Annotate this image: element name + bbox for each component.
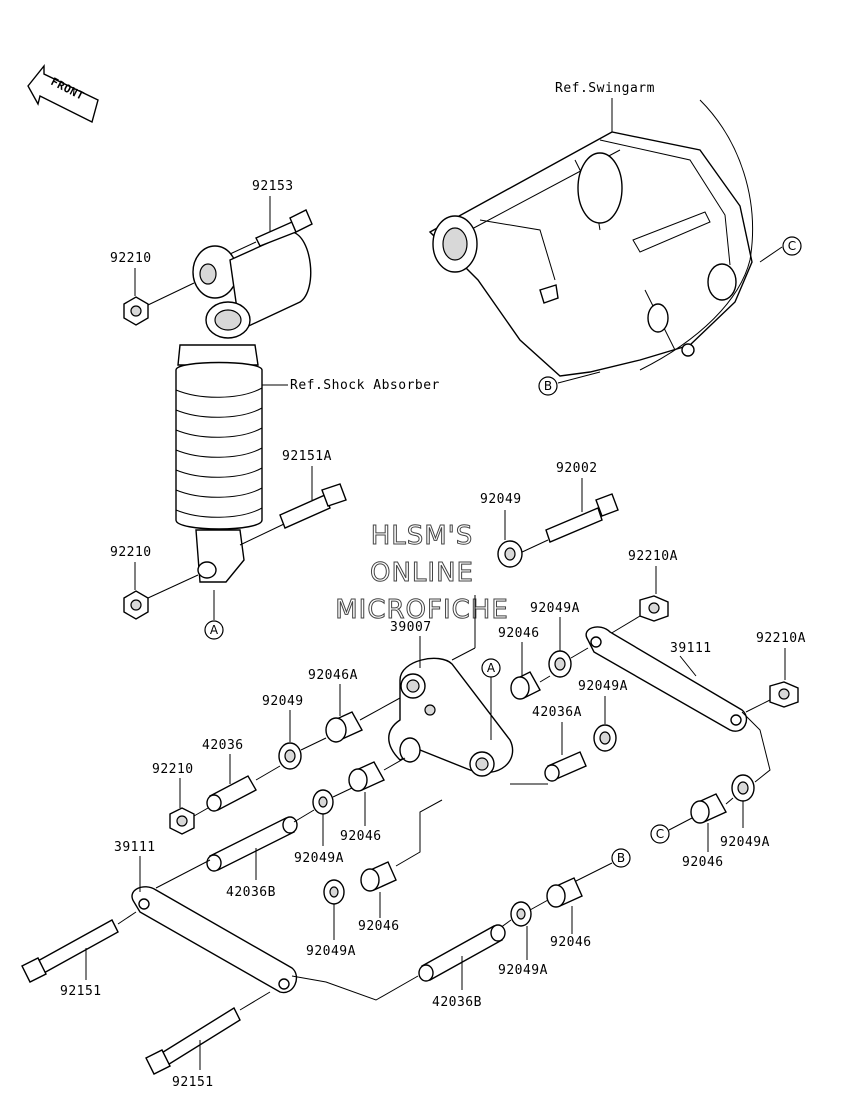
label-42036B-mid: 42036B [226, 885, 276, 900]
label-92210A-right: 92210A [756, 631, 806, 646]
bushing-92046-right [690, 793, 727, 824]
watermark-line-3: MICROFICHE [335, 595, 509, 625]
label-42036B-bottom: 42036B [432, 995, 482, 1010]
callout-c-top-text: C [788, 239, 796, 253]
label-92046A: 92046A [308, 668, 358, 683]
watermark-line-1: HLSM'S [371, 521, 474, 551]
ref-shock-label: Ref.Shock Absorber [290, 378, 440, 393]
label-92046-right: 92046 [682, 855, 724, 870]
nut-92210-mid [123, 590, 149, 620]
nut-92210-low [169, 807, 195, 835]
label-92049-left: 92049 [262, 694, 304, 709]
label-92151A: 92151A [282, 449, 332, 464]
label-92002: 92002 [556, 461, 598, 476]
collar-42036B-bottom [418, 924, 506, 982]
bolt-92151-bottom [145, 1007, 241, 1075]
shock-absorber-illustration [175, 231, 312, 583]
label-39111-left: 39111 [114, 840, 156, 855]
callout-c-top [782, 236, 802, 256]
label-92151-left: 92151 [60, 984, 102, 999]
callout-a-left [204, 620, 224, 640]
collar-42036A [544, 751, 587, 782]
bolt-92151-left [21, 919, 119, 983]
rocker-arm-39007 [388, 657, 514, 777]
bushing-92046A [325, 711, 363, 743]
label-42036: 42036 [202, 738, 244, 753]
nut-92210A-top [639, 595, 669, 622]
front-arrow-icon: FRONT [27, 64, 99, 124]
collar-42036 [206, 775, 257, 812]
ref-swingarm-label: Ref.Swingarm [555, 81, 655, 96]
callout-c-bottom [650, 824, 670, 844]
callout-b-top [538, 376, 558, 396]
label-92210-mid: 92210 [110, 545, 152, 560]
link-rod-39111-left [131, 886, 298, 994]
swingarm-illustration [428, 99, 753, 377]
label-92049A-left: 92049A [294, 851, 344, 866]
label-92046-bottom: 92046 [550, 935, 592, 950]
nut-92210A-right [769, 681, 799, 708]
label-92049A-bottom: 92049A [498, 963, 548, 978]
label-92049-top: 92049 [480, 492, 522, 507]
label-39007: 39007 [390, 620, 432, 635]
label-39111-right: 39111 [670, 641, 712, 656]
callout-a-center-text: A [487, 661, 496, 675]
bushing-92046-bottom [546, 877, 583, 908]
label-92210A-top: 92210A [628, 549, 678, 564]
bushing-92046-mid [348, 761, 385, 792]
nut-92210-top [123, 296, 149, 326]
label-92049A-low: 92049A [306, 944, 356, 959]
label-92046-top: 92046 [498, 626, 540, 641]
callout-c-bottom-text: C [656, 827, 664, 841]
label-92049A-right: 92049A [720, 835, 770, 850]
bolt-92151A [279, 483, 347, 529]
label-92210-top: 92210 [110, 251, 152, 266]
bushing-92046-low [360, 861, 397, 892]
callout-b-bottom-text: B [617, 851, 625, 865]
collar-42036B-mid [206, 816, 298, 872]
link-rod-39111-right [585, 626, 748, 732]
label-92151-bottom: 92151 [172, 1075, 214, 1090]
bolt-92002 [545, 493, 619, 543]
callout-b-top-text: B [544, 379, 552, 393]
callout-b-bottom [611, 848, 631, 868]
label-92046-low: 92046 [358, 919, 400, 934]
bushing-92046-top [510, 671, 541, 700]
label-92049A-mid: 92049A [578, 679, 628, 694]
label-92153: 92153 [252, 179, 294, 194]
bolt-92153 [255, 209, 313, 247]
watermark-line-2: ONLINE [370, 558, 474, 588]
label-92049A-top: 92049A [530, 601, 580, 616]
label-42036A: 42036A [532, 705, 582, 720]
label-92210-low: 92210 [152, 762, 194, 777]
callout-a-left-text: A [210, 623, 219, 637]
label-92046-mid: 92046 [340, 829, 382, 844]
